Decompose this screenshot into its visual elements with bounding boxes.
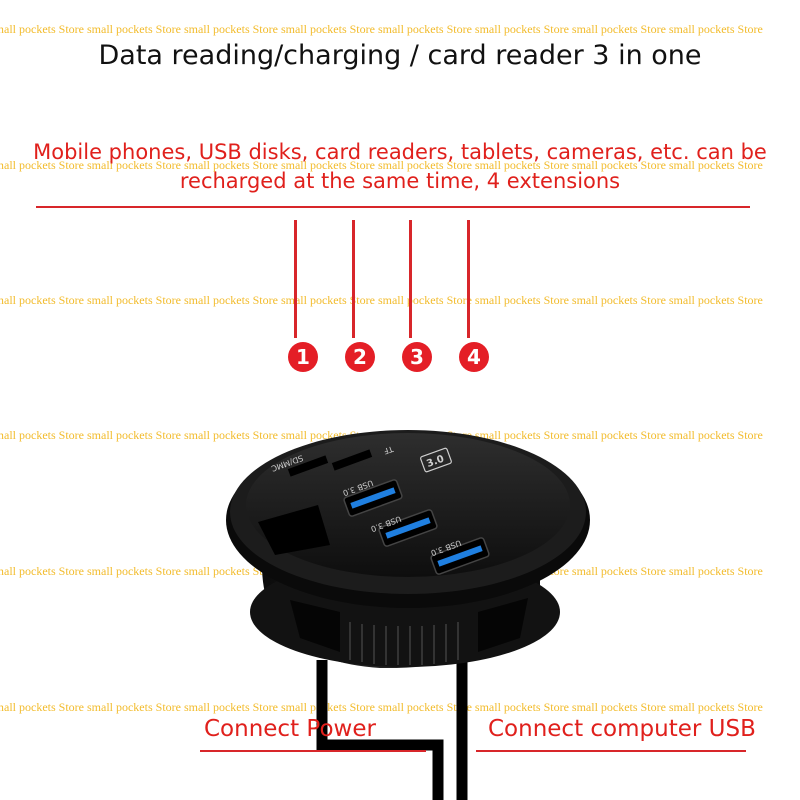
divider-line [36,206,750,208]
watermark-row: small pockets Store small pockets Store … [0,700,763,714]
connect-power-label: Connect Power [204,716,376,742]
pointer-line [352,220,355,338]
port-badge-3: 3 [402,342,432,372]
pointer-line [294,220,297,338]
connect-usb-rule [476,750,746,752]
hub-top-surface [246,433,570,577]
card-slots [287,449,373,477]
port-badge-1: 1 [288,342,318,372]
cable-cutout [258,505,330,555]
connect-usb-label: Connect computer USB [488,716,756,742]
pointer-line [409,220,412,338]
cables [316,660,468,800]
watermark-row: small pockets Store small pockets Store … [0,158,763,172]
connect-power-rule [200,750,426,752]
usb-ports [343,479,490,575]
watermark-row: small pockets Store small pockets Store … [0,293,763,307]
page-title: Data reading/charging / card reader 3 in… [98,40,702,71]
slot-label-tf: TF [382,444,395,456]
pointer-line [467,220,470,338]
port-badge-4: 4 [459,342,489,372]
watermark-row: small pockets Store small pockets Store … [0,22,763,36]
port-badge-2: 2 [345,342,375,372]
feature-description: Mobile phones, USB disks, card readers, … [33,140,767,193]
